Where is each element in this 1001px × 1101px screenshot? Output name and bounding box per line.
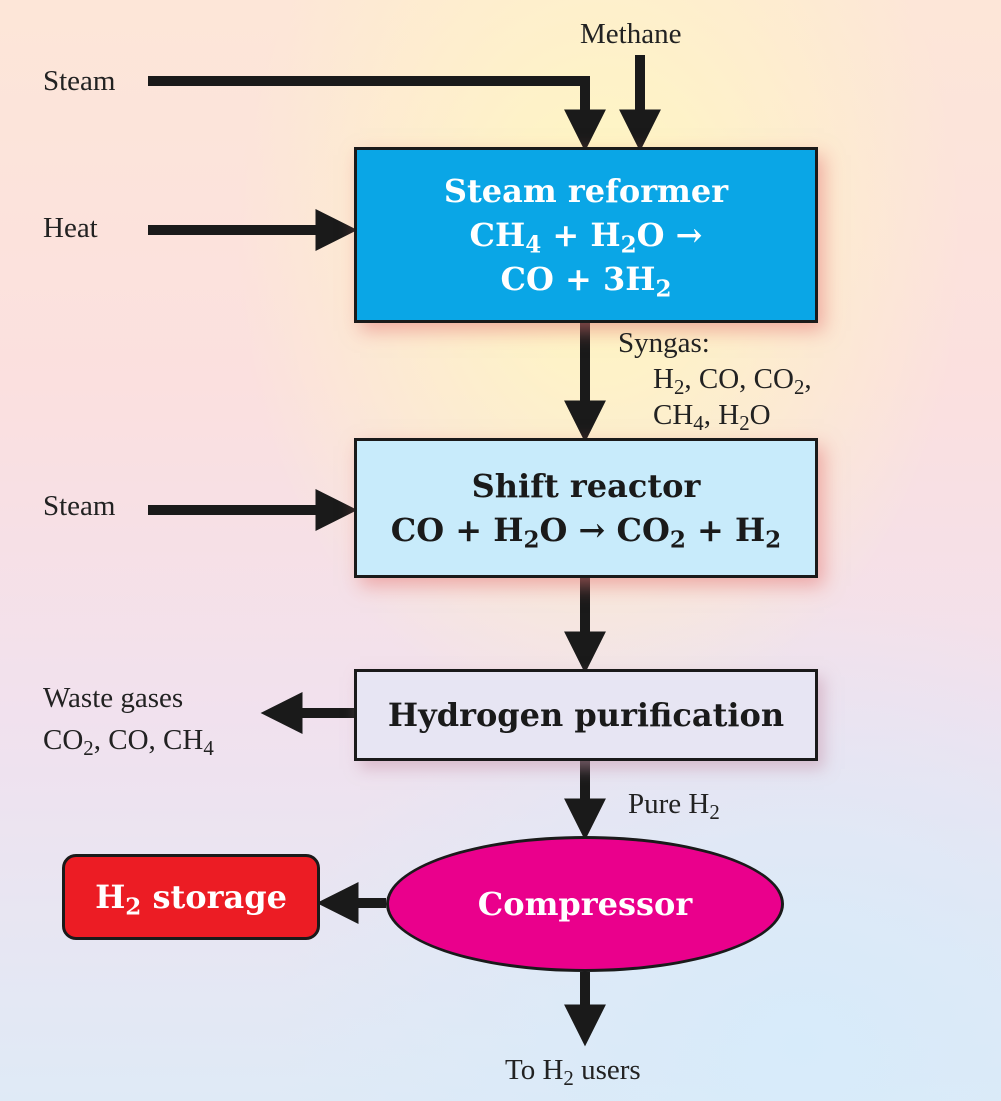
steam-top-arrow [148, 76, 606, 152]
compressor-ellipse: Compressor [386, 836, 784, 972]
steam-reformer-box: Steam reformer CH4 + H2O → CO + 3H2 [354, 147, 818, 323]
hydrogen-purification-title: Hydrogen purification [387, 696, 785, 734]
shift-reactor-equation: CO + H2O → CO2 + H2 [390, 511, 782, 554]
steam-reformer-title: Steam reformer [443, 172, 729, 210]
to-h2-users-label: To H2 users [505, 1054, 641, 1090]
heat-label: Heat [43, 212, 98, 244]
shift-reactor-box: Shift reactor CO + H2O → CO2 + H2 [354, 438, 818, 578]
compressor-label: Compressor [477, 885, 693, 923]
waste-gases-title: Waste gases [43, 682, 184, 714]
methane-label: Methane [580, 18, 682, 50]
syngas-title: Syngas: [618, 327, 710, 359]
h2-storage-label: H2 storage [95, 878, 287, 921]
steam-top-label: Steam [43, 65, 116, 97]
hydrogen-purification-box: Hydrogen purification [354, 669, 818, 761]
syngas-line-1: H2, CO, CO2, [653, 363, 812, 399]
shift-reactor-title: Shift reactor [471, 467, 701, 505]
pure-h2-label: Pure H2 [628, 788, 720, 824]
waste-gases-list: CO2, CO, CH4 [43, 724, 214, 760]
steam-reformer-equation-2: CO + 3H2 [500, 260, 672, 303]
syngas-line-2: CH4, H2O [653, 399, 771, 435]
h2-storage-box: H2 storage [62, 854, 320, 940]
steam-reformer-equation-1: CH4 + H2O → [469, 216, 703, 259]
steam-shift-label: Steam [43, 490, 116, 522]
